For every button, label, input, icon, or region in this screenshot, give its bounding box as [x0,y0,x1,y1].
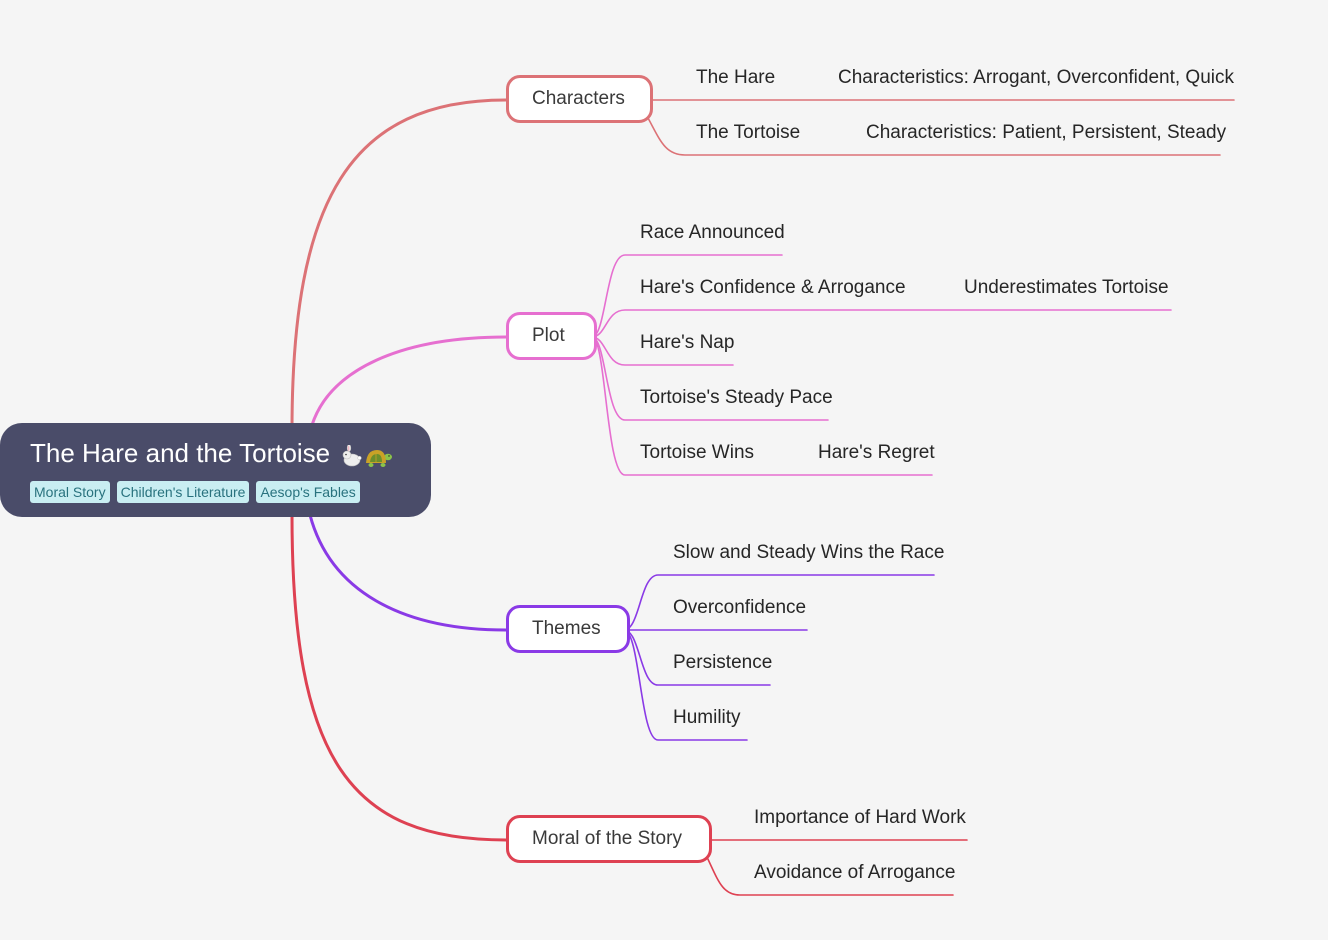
tag-list: Moral Story Children's Literature Aesop'… [30,481,431,504]
node-persistence[interactable]: Persistence [673,652,773,673]
root-emoji [340,439,394,471]
node-hares-nap[interactable]: Hare's Nap [640,332,735,353]
node-humility[interactable]: Humility [673,707,741,728]
root-title-row: The Hare and the Tortoise [30,437,431,471]
node-underestimates-tortoise[interactable]: Underestimates Tortoise [964,277,1169,298]
link-root-plot [310,335,508,427]
node-slow-and-steady[interactable]: Slow and Steady Wins the Race [673,542,945,563]
tag-childrens-literature[interactable]: Children's Literature [116,481,250,504]
node-hares-confidence[interactable]: Hare's Confidence & Arrogance [640,277,906,298]
node-the-hare[interactable]: The Hare [696,67,776,88]
root-title: The Hare and the Tortoise [30,438,331,468]
node-the-tortoise[interactable]: The Tortoise [696,122,801,143]
tag-aesops-fables[interactable]: Aesop's Fables [256,481,360,504]
link-root-characters [290,98,508,432]
link-root-moral [290,513,508,842]
branch-moral-of-the-story[interactable]: Moral of the Story [506,815,712,863]
link-root-themes [308,513,508,632]
node-race-announced[interactable]: Race Announced [640,222,785,243]
node-hares-regret[interactable]: Hare's Regret [818,442,935,463]
rabbit-icon [342,444,362,467]
turtle-icon [366,450,393,468]
node-avoidance-of-arrogance[interactable]: Avoidance of Arrogance [754,862,956,883]
branch-themes[interactable]: Themes [506,605,630,653]
node-importance-of-hard-work[interactable]: Importance of Hard Work [754,807,966,828]
node-tortoise-characteristics[interactable]: Characteristics: Patient, Persistent, St… [866,122,1227,143]
link-moral-arrogance [705,854,954,896]
tag-moral-story[interactable]: Moral Story [30,481,110,504]
root-node[interactable]: The Hare and the Tortoise [0,423,431,517]
link-characters-tortoise [647,117,1221,156]
node-hare-characteristics[interactable]: Characteristics: Arrogant, Overconfident… [838,67,1234,88]
node-tortoise-wins[interactable]: Tortoise Wins [640,442,755,463]
branch-characters[interactable]: Characters [506,75,653,123]
node-overconfidence[interactable]: Overconfidence [673,597,807,618]
node-tortoises-steady-pace[interactable]: Tortoise's Steady Pace [640,387,833,408]
branch-plot[interactable]: Plot [506,312,597,360]
